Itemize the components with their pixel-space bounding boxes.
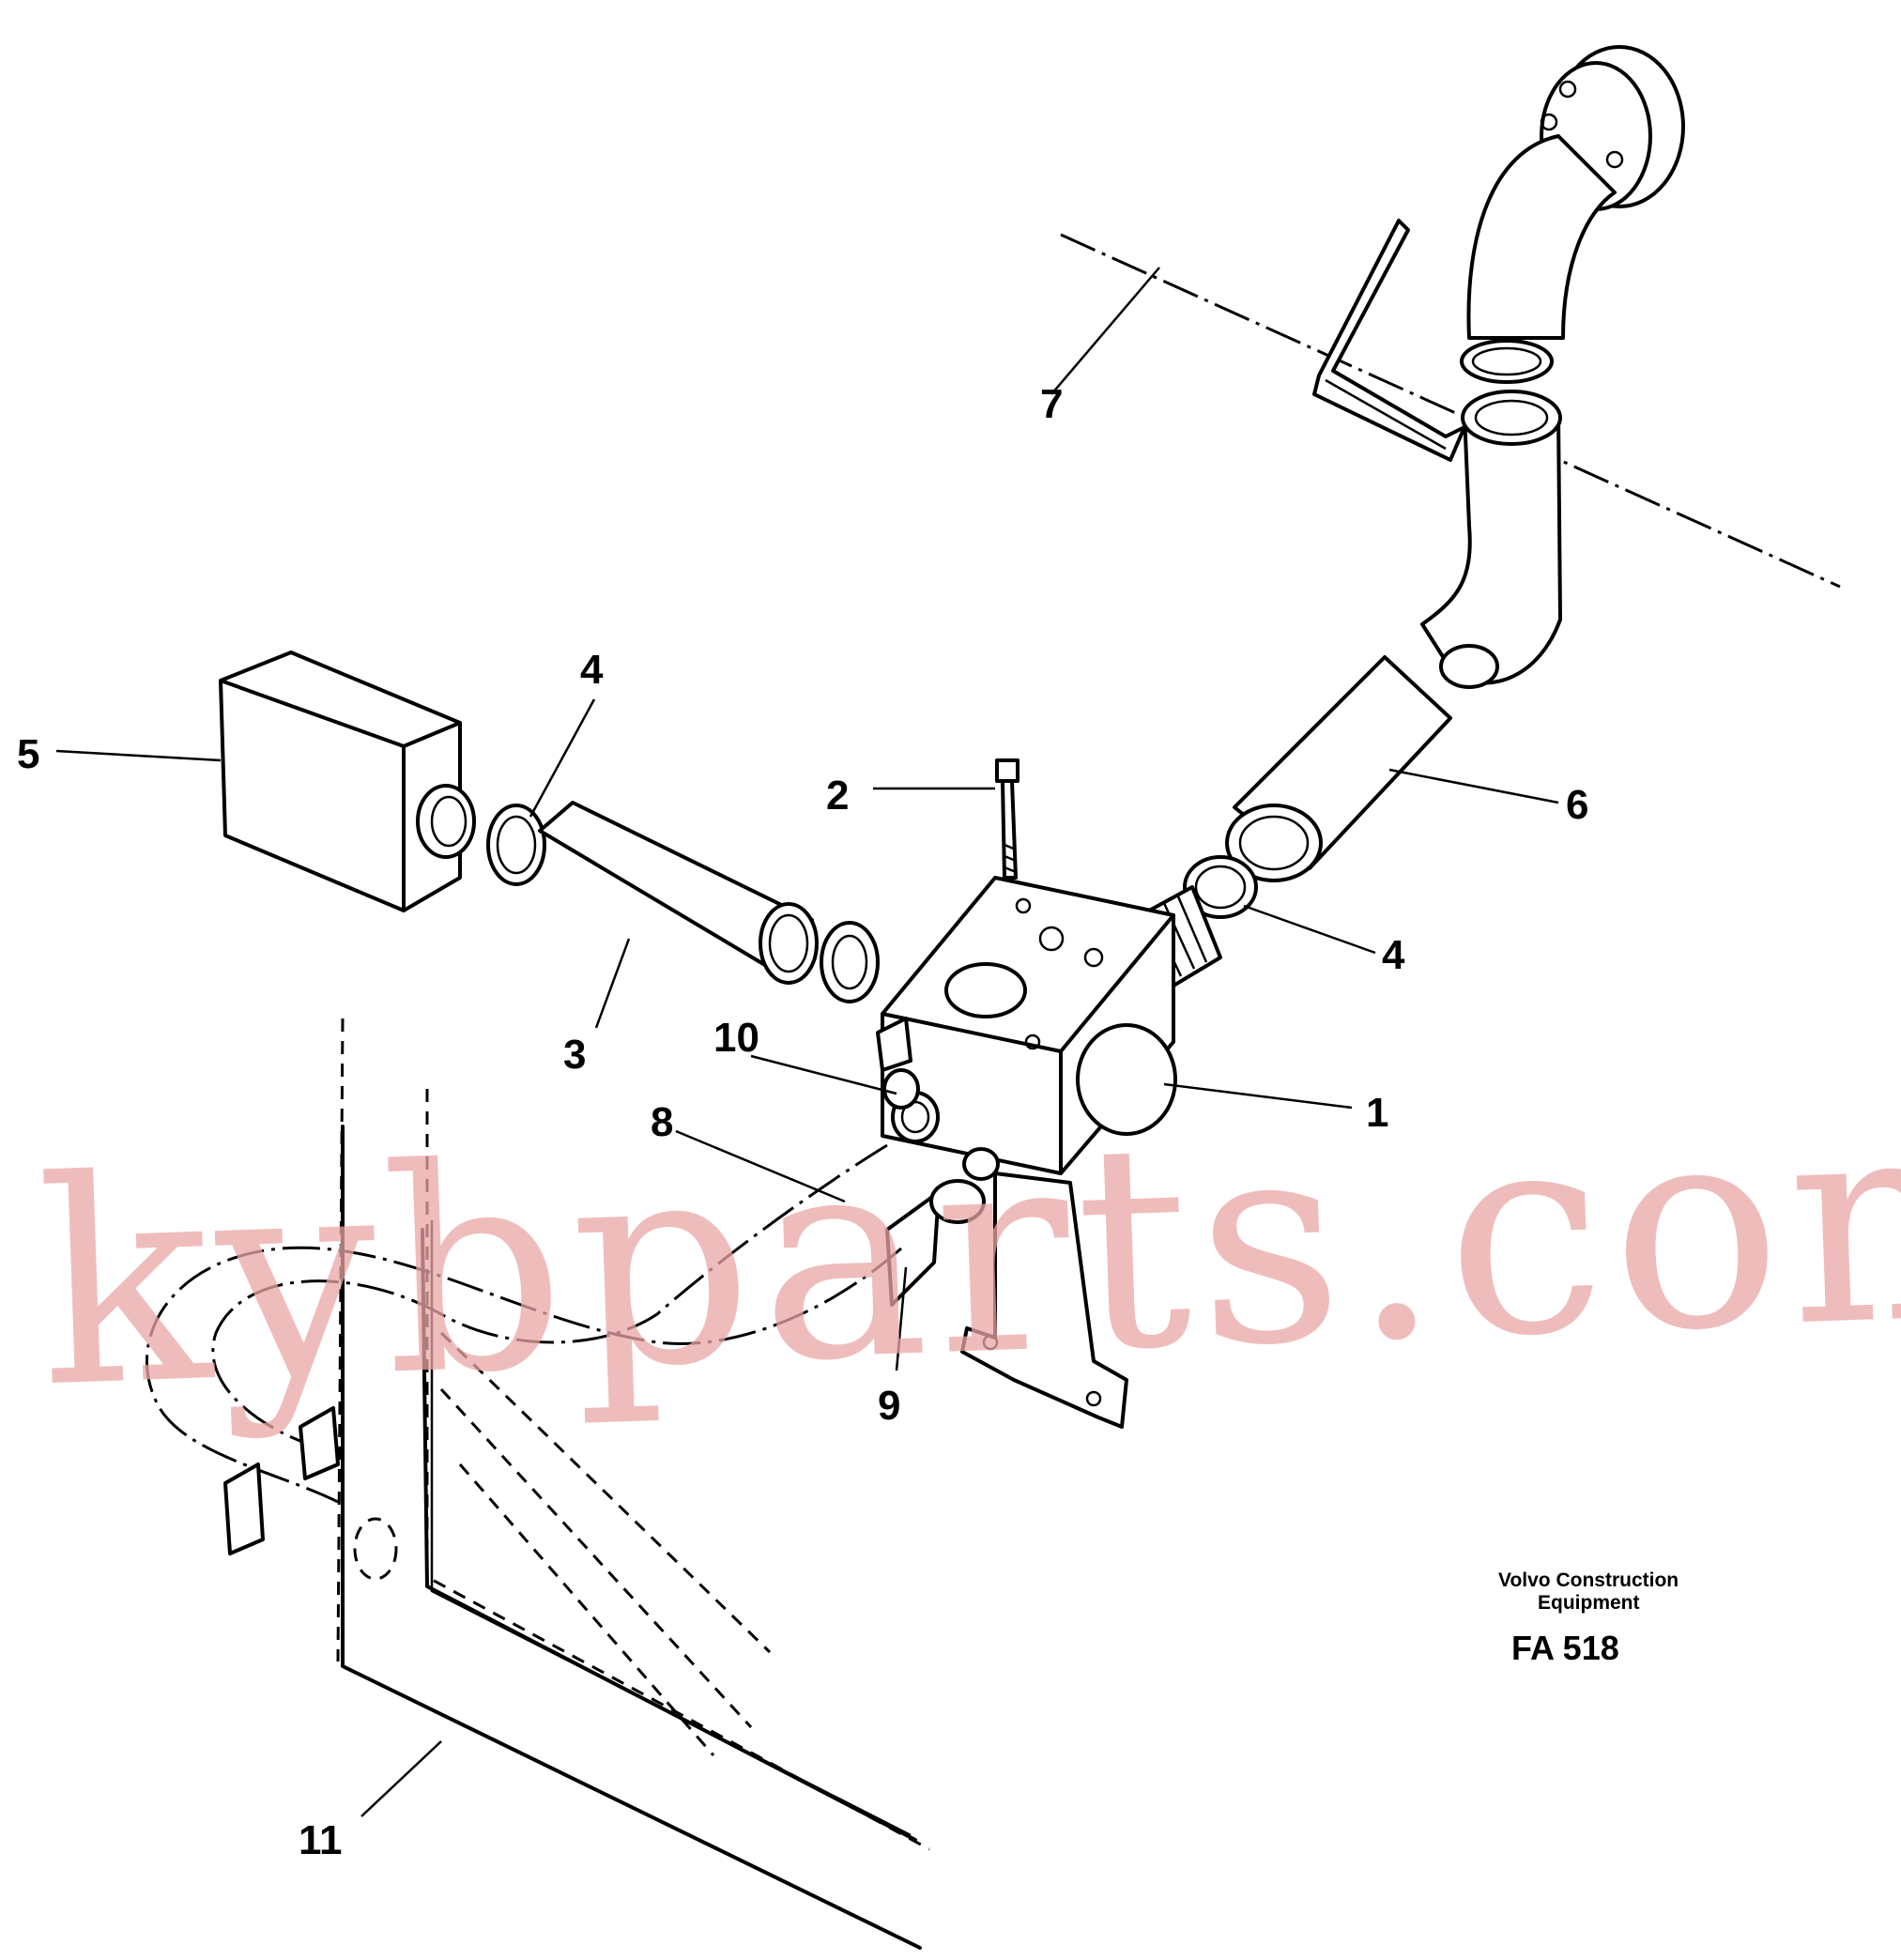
bolt bbox=[995, 758, 1019, 880]
figure-code: FA 518 bbox=[1511, 1629, 1619, 1667]
company-name-line2: Equipment bbox=[1538, 1592, 1640, 1614]
hose-8-route bbox=[211, 1143, 888, 1452]
callout-3: 3 bbox=[563, 1032, 586, 1078]
callout-4-left: 4 bbox=[580, 647, 604, 693]
hose-clamp bbox=[820, 921, 880, 1003]
reference-line-7 bbox=[1060, 233, 1841, 589]
callout-1: 1 bbox=[1366, 1090, 1388, 1136]
publisher-stamp: Volvo Construction Equipment FA 518 bbox=[1498, 1570, 1679, 1667]
pedestal-stand bbox=[960, 1171, 1128, 1429]
bracket bbox=[1312, 219, 1466, 462]
callout-7: 7 bbox=[1040, 381, 1063, 427]
valve-block bbox=[876, 876, 1177, 1175]
hose-clamps-10 bbox=[882, 1068, 940, 1143]
hose-6 bbox=[1225, 655, 1452, 882]
hose-clamp-4-right bbox=[1183, 855, 1258, 919]
hose-clamp bbox=[1460, 339, 1554, 384]
elbow-pipe-with-flange bbox=[1466, 45, 1685, 340]
bent-hose bbox=[1420, 390, 1562, 689]
callout-10: 10 bbox=[713, 1015, 759, 1061]
hose-3 bbox=[538, 801, 819, 985]
callout-11: 11 bbox=[299, 1817, 343, 1863]
callout-5: 5 bbox=[17, 731, 39, 777]
hose-clamp-4-left bbox=[486, 804, 546, 886]
hose-9-route bbox=[145, 1246, 902, 1504]
oil-cooler bbox=[223, 1018, 930, 1950]
callout-8: 8 bbox=[651, 1099, 673, 1145]
callout-labels: 5 4 3 2 6 4 1 7 10 8 9 11 bbox=[17, 381, 1588, 1863]
callout-2: 2 bbox=[826, 773, 849, 819]
callout-4-right: 4 bbox=[1382, 932, 1405, 978]
filter-box bbox=[219, 651, 476, 912]
leader-lines bbox=[55, 267, 1559, 1817]
callout-9: 9 bbox=[878, 1383, 900, 1429]
callout-6: 6 bbox=[1566, 782, 1588, 828]
hose-9 bbox=[885, 1147, 1000, 1307]
company-name-line1: Volvo Construction bbox=[1498, 1570, 1679, 1591]
watermark-text: kybparts.com bbox=[34, 1051, 1901, 1449]
